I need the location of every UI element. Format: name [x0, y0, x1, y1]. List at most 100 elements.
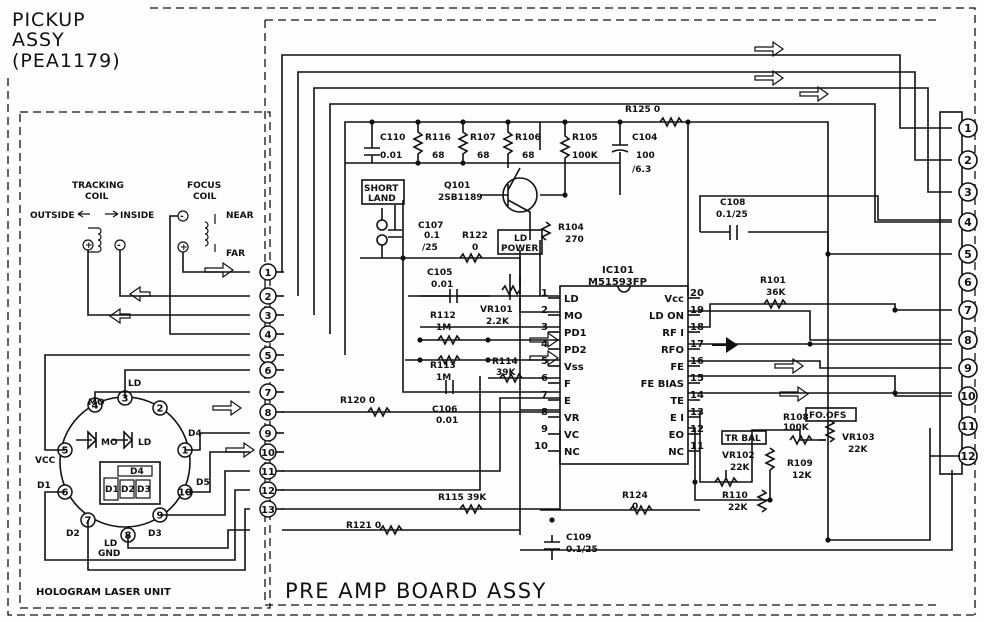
inside-label: INSIDE	[120, 211, 154, 221]
ic101-part: M51593FP	[588, 277, 647, 288]
ic-right-pin-name-16: FE	[670, 362, 684, 373]
tr-bal-label: TR BAL	[725, 434, 761, 444]
output-pin-label-3: 3	[964, 186, 972, 199]
c107-ref: C107	[418, 221, 443, 231]
c106-ref: C106	[432, 405, 457, 415]
svg-text:+: +	[85, 241, 93, 251]
r105-val: 100K	[572, 151, 599, 161]
laser-unit-body	[59, 396, 191, 528]
ic-left-pin-name-6: F	[564, 379, 571, 390]
internal-pin-label-9: 9	[265, 429, 272, 440]
output-pin-6	[958, 272, 978, 292]
ic-left-pin-num-3: 3	[541, 322, 548, 333]
ic-left-pin-name-4: PD2	[564, 345, 587, 356]
pickup-title-line1: PICKUP	[12, 9, 86, 31]
laser-pin-label-1: 1	[182, 446, 189, 457]
diode-ld-label: LD	[138, 438, 151, 448]
hologram-laser-unit-border	[19, 111, 271, 609]
tracking-coil-label: TRACKING	[72, 181, 124, 191]
output-pin-label-12: 12	[960, 450, 975, 463]
fo-ofs-box	[805, 407, 857, 422]
component-symbols	[364, 116, 836, 560]
r113-val: 1M	[436, 373, 451, 383]
d3-label: D3	[148, 529, 162, 539]
output-connector-body	[939, 111, 963, 475]
vr103-ref: VR103	[842, 433, 875, 443]
output-pin-5	[958, 244, 978, 264]
r114-val: 39K	[496, 368, 517, 378]
ic-right-pin-num-11: 11	[690, 441, 704, 452]
output-pin-label-6: 6	[964, 276, 972, 289]
internal-pin-label-3: 3	[265, 311, 272, 322]
r124-ref: R124	[622, 491, 648, 501]
laser-pin-label-10: 10	[178, 488, 192, 499]
far-label: FAR	[226, 249, 245, 259]
internal-pin-label-11: 11	[261, 467, 275, 478]
output-pin-label-9: 9	[964, 362, 972, 375]
laser-pin-2	[152, 400, 168, 416]
r112-val: 1M	[436, 323, 451, 333]
ic-left-pin-name-9: VC	[564, 430, 579, 441]
mo-label: MO	[88, 398, 105, 408]
ld-power-box	[497, 229, 543, 255]
r122-ref: R122	[462, 231, 488, 241]
focus-coil-label: FOCUS	[187, 181, 221, 191]
output-pin-label-2: 2	[964, 154, 972, 167]
output-pin-label-1: 1	[964, 122, 972, 135]
ic-right-pin-num-13: 13	[690, 407, 704, 418]
chip-d4-label: D4	[130, 467, 144, 477]
ic-right-pin-num-18: 18	[690, 322, 704, 333]
ic-right-pin-name-13: E I	[670, 413, 684, 424]
internal-pin-label-4: 4	[265, 330, 272, 341]
chip-d1-label: D1	[105, 485, 119, 495]
c107-val: 0.1	[424, 231, 440, 241]
laser-pin-label-9: 9	[157, 511, 164, 522]
ic-left-pin-num-7: 7	[541, 390, 548, 401]
r115-label: R115 39K	[438, 493, 487, 503]
d1-label: D1	[37, 481, 51, 491]
ic-left-pin-num-2: 2	[541, 305, 548, 316]
vr101-val: 2.2K	[486, 317, 510, 327]
ic-left-pin-name-10: NC	[564, 447, 580, 458]
laser-wires	[44, 354, 250, 571]
preamp-title: PRE AMP BOARD ASSY	[285, 579, 547, 603]
gnd-label: GND	[98, 549, 120, 559]
ld-gnd-label: LD	[104, 539, 117, 549]
ic-left-pin-num-5: 5	[541, 356, 548, 367]
r112-ref: R112	[430, 311, 456, 321]
output-pin-3	[958, 182, 978, 202]
output-pin-4	[958, 212, 978, 232]
q101-ref: Q101	[444, 181, 470, 191]
r120-label: R120 0	[340, 396, 375, 406]
internal-pin-label-8: 8	[265, 408, 272, 419]
ic-right-pin-num-17: 17	[690, 339, 704, 350]
vr101-ref: VR101	[480, 305, 513, 315]
focus-coil: FOCUS COIL NEAR FAR - +	[169, 181, 254, 335]
vr102-ref: VR102	[722, 451, 755, 461]
short-land-label1: SHORT	[364, 184, 399, 194]
tracking-coil-label2: COIL	[85, 192, 109, 202]
r107-ref: R107	[470, 133, 496, 143]
laser-pin-label-6: 6	[62, 488, 69, 499]
ic-right-pin-name-14: TE	[670, 396, 684, 407]
r108-val: 100K	[783, 423, 810, 433]
d4-label: D4	[188, 429, 202, 439]
ic-right-pin-name-18: RF I	[662, 328, 684, 339]
output-pin-1	[958, 118, 978, 138]
r101-ref: R101	[760, 276, 786, 286]
chip-d2-label: D2	[121, 485, 135, 495]
ld-power-label2: POWER	[501, 244, 538, 254]
vr103-val: 22K	[848, 445, 869, 455]
ic-left-pin-num-8: 8	[541, 407, 548, 418]
r114-ref: R114	[492, 357, 518, 367]
pickup-title-line3: (PEA1179)	[12, 50, 121, 72]
c110-ref: C110	[380, 133, 405, 143]
diode-mo-label: MO	[101, 438, 118, 448]
c110-val: 0.01	[380, 151, 402, 161]
svg-text:+: +	[180, 243, 188, 253]
component-labels: C110 0.01 R116 68 R107 68 R106 68 R105 1…	[340, 105, 875, 555]
